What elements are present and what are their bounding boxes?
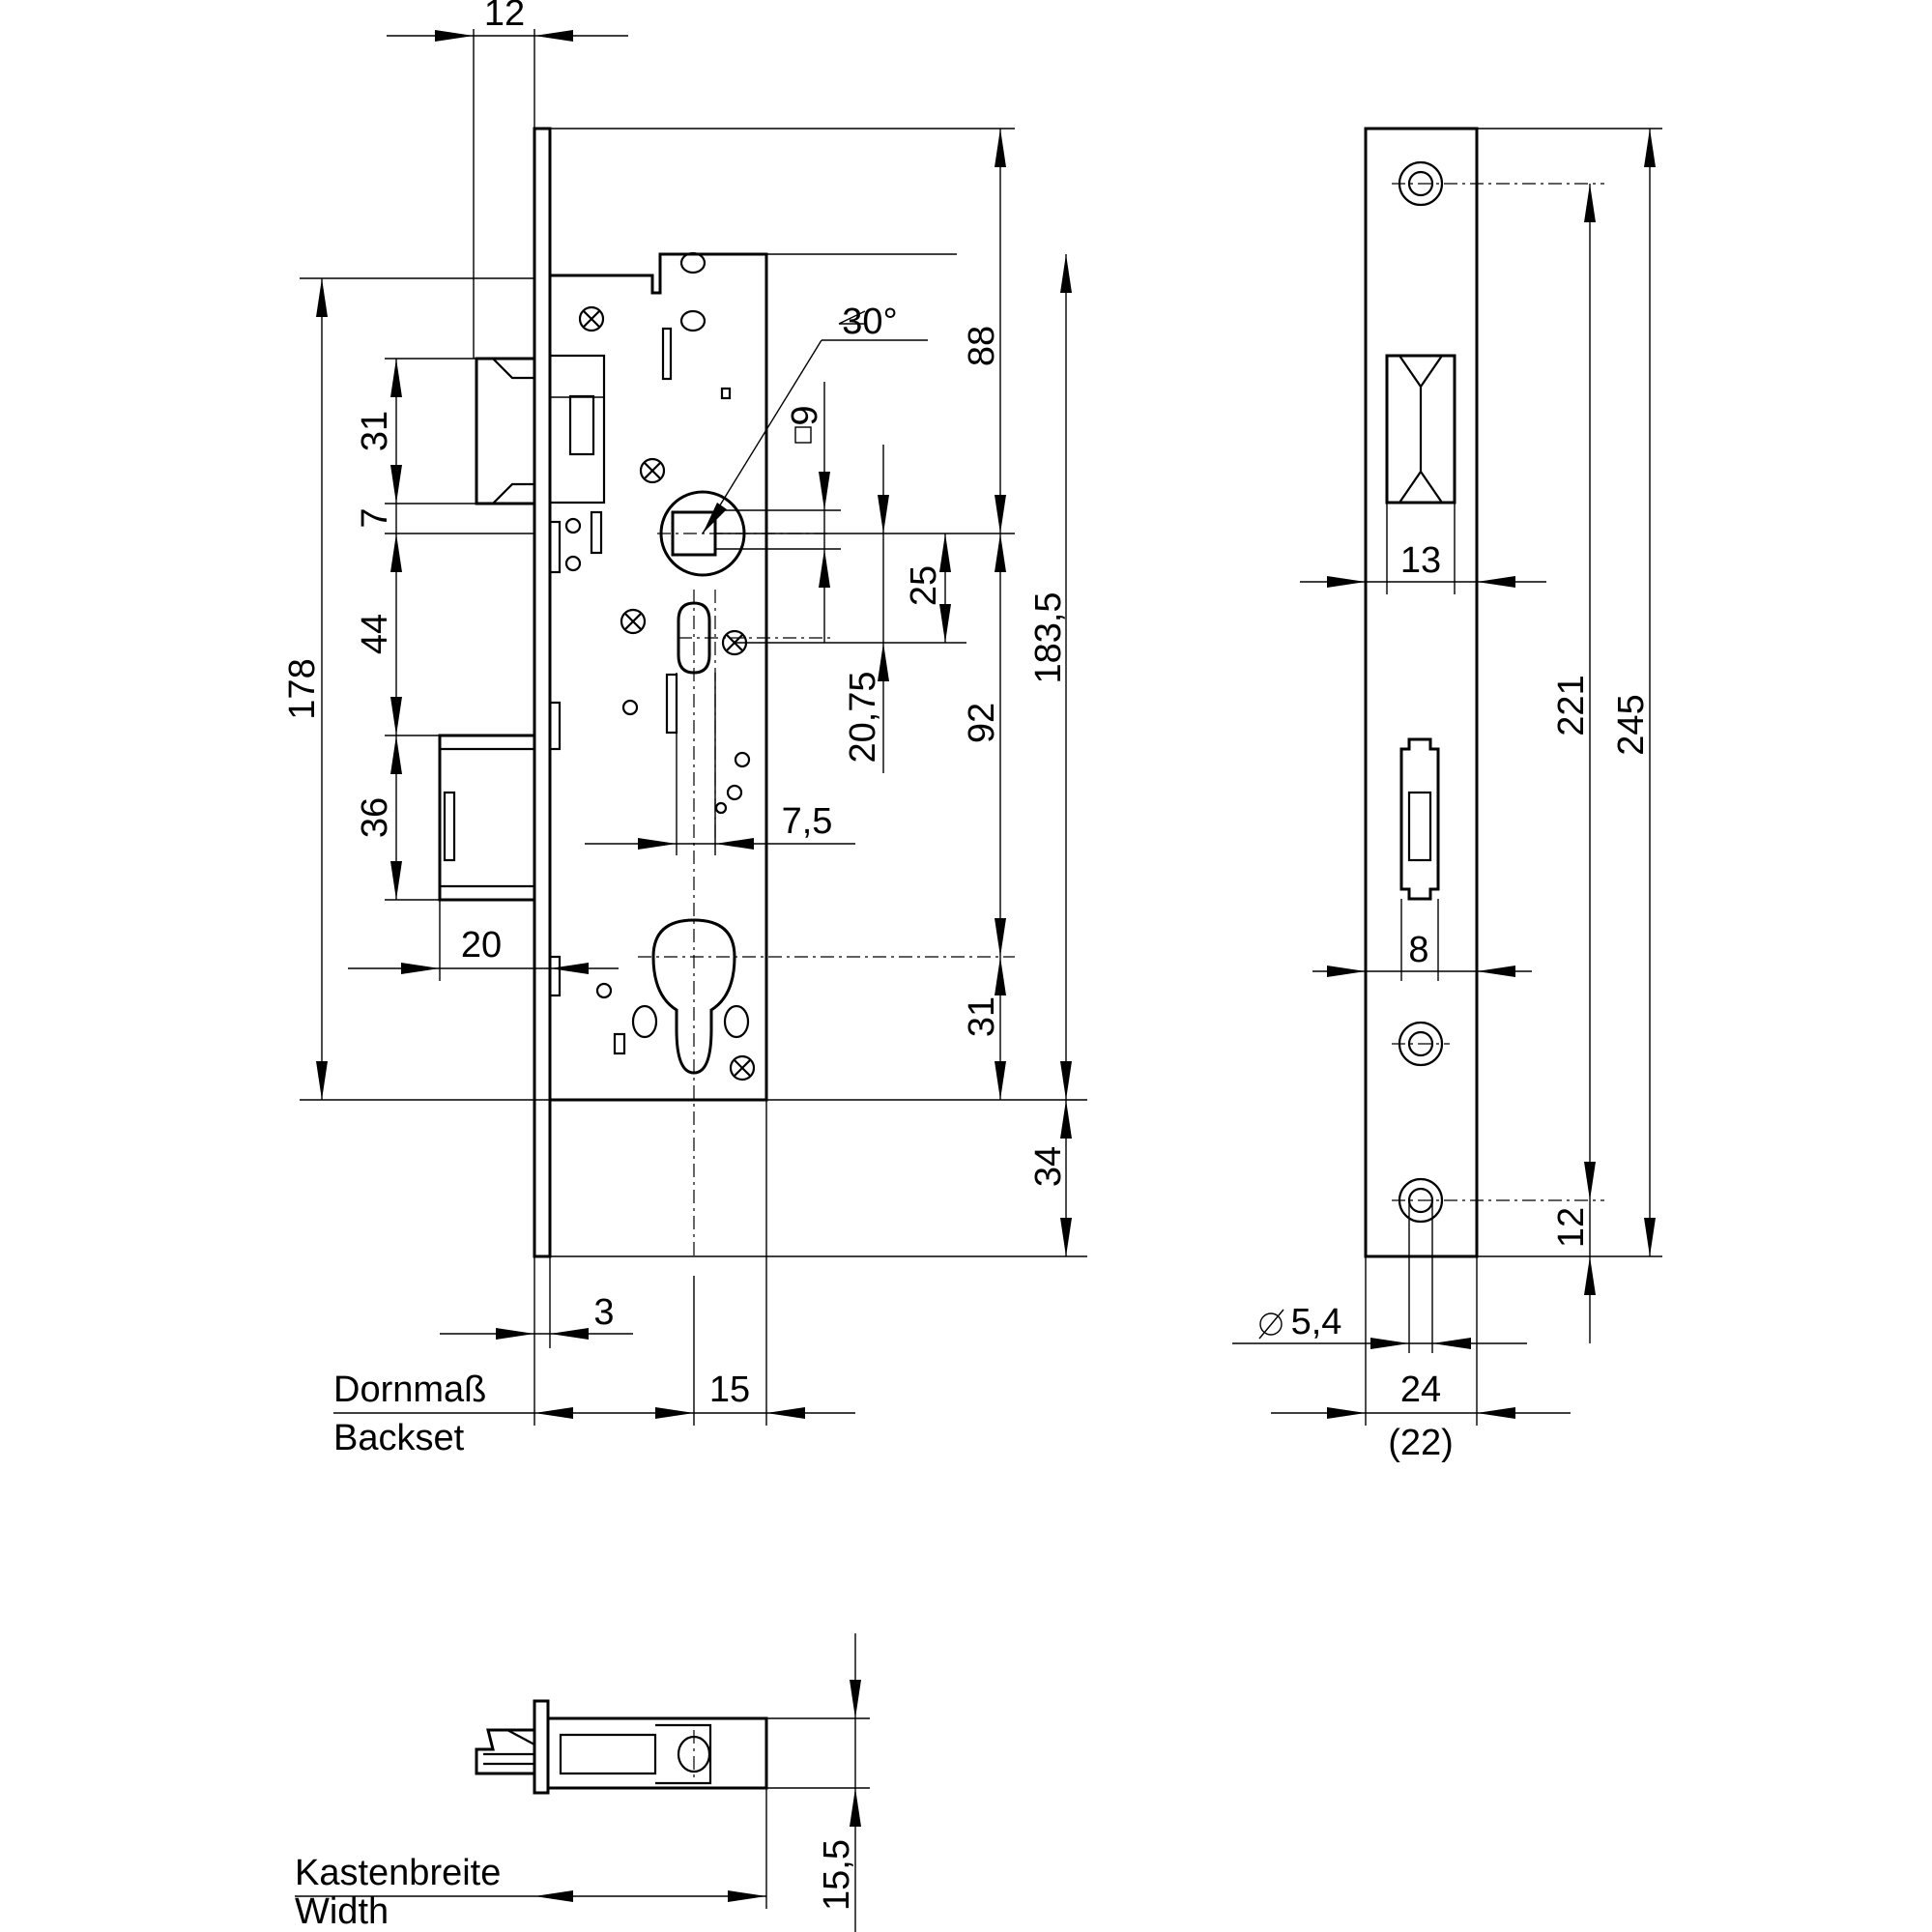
dim-7-5: 7,5 [782, 801, 833, 842]
screw-holes [1392, 160, 1604, 1224]
lock-case [550, 252, 768, 1102]
dim-24: 24 [1400, 1370, 1441, 1410]
cylinder-hole [638, 918, 1015, 1075]
dim-31-cylinder: 31 [962, 996, 1002, 1037]
dim-20-75: 20,75 [843, 671, 883, 763]
faceplate-view: 13 8 221 12 245 5,4 24 [1232, 127, 1662, 1463]
top-view-faceplate [533, 1699, 550, 1795]
top-view-latch [475, 1728, 534, 1775]
dim-34: 34 [1028, 1146, 1069, 1187]
label-width: Width [295, 1891, 389, 1932]
auxiliary-slot [677, 601, 831, 675]
dim-36: 36 [355, 797, 395, 838]
dead-bolt [438, 734, 536, 902]
dim-22: (22) [1388, 1423, 1454, 1463]
front-view [300, 29, 1087, 1426]
pins [548, 251, 751, 1055]
dim-15-5: 15,5 [817, 1839, 857, 1911]
label-kastenbreite: Kastenbreite [295, 1853, 501, 1893]
dim-183-5: 183,5 [1028, 591, 1069, 683]
dim-9: 9 [785, 405, 825, 425]
bolt-opening [1399, 737, 1440, 901]
dim-8: 8 [1408, 930, 1428, 970]
dim-3: 3 [593, 1292, 614, 1333]
dim-92: 92 [962, 703, 1002, 743]
dim-30-deg: 30° [842, 302, 897, 342]
front-dimensions: 12 178 31 7 44 36 20 88 92 31 [282, 0, 1072, 1458]
dim-13: 13 [1400, 540, 1441, 581]
label-dornmass: Dornmaß [333, 1370, 486, 1410]
dim-7: 7 [355, 507, 395, 528]
latch-bolt [475, 354, 606, 505]
dim-44: 44 [355, 614, 395, 654]
dim-221: 221 [1551, 675, 1592, 735]
dim-12-bottom: 12 [1551, 1207, 1592, 1248]
faceplate-outline [1364, 127, 1479, 1258]
dim-12: 12 [484, 0, 525, 34]
dim-15: 15 [709, 1370, 750, 1410]
dim-88: 88 [962, 326, 1002, 366]
label-backset: Backset [333, 1418, 465, 1458]
dim-245: 245 [1611, 694, 1652, 755]
dim-5-4: 5,4 [1291, 1302, 1342, 1342]
dim-25: 25 [904, 565, 944, 606]
dim-178: 178 [282, 658, 323, 719]
top-view: 15,5 Kastenbreite Width [295, 1633, 870, 1932]
case-screws [578, 305, 756, 1081]
faceplate [533, 127, 552, 1258]
dim-31-latch: 31 [355, 411, 395, 451]
dim-20: 20 [461, 925, 502, 966]
